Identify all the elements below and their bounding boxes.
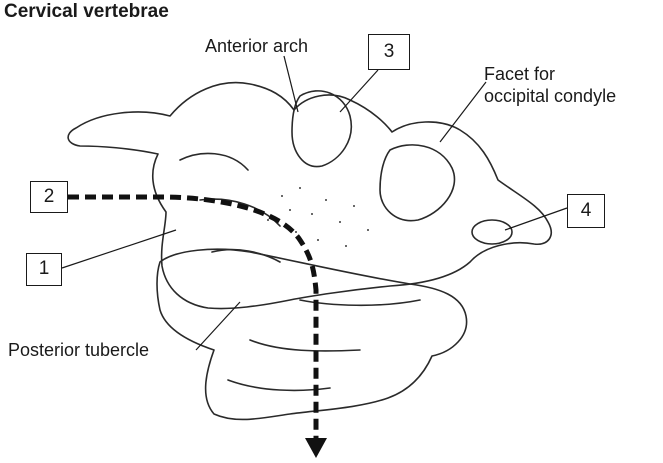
callout-box-2: 2 xyxy=(30,181,68,213)
callout-box-1: 1 xyxy=(26,253,62,286)
label-posterior-tubercle: Posterior tubercle xyxy=(8,340,149,361)
callout-box-3: 3 xyxy=(368,34,410,70)
label-anterior-arch: Anterior arch xyxy=(205,36,308,57)
label-facet-line2: occipital condyle xyxy=(484,86,616,107)
callout-box-4: 4 xyxy=(567,194,605,228)
dashed-path-arrow xyxy=(68,197,316,438)
arrowhead xyxy=(305,438,327,458)
label-facet-line1: Facet for xyxy=(484,64,555,85)
